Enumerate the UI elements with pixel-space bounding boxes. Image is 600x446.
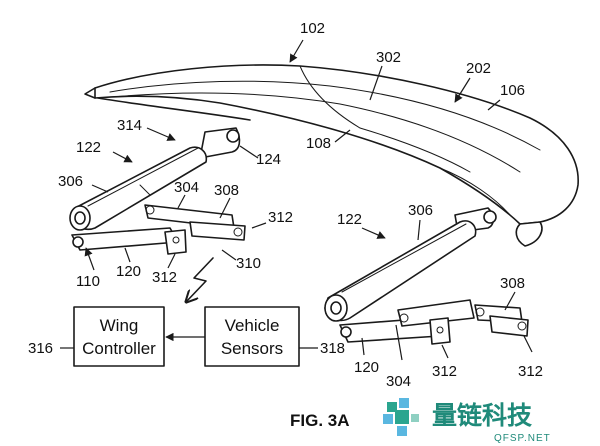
watermark-logo-icon (383, 398, 419, 436)
ref-304-right: 304 (386, 373, 411, 390)
ref-314: 314 (117, 117, 142, 134)
watermark: 量链科技 QFSP.NET (383, 398, 551, 444)
ref-302: 302 (376, 49, 401, 66)
ref-120-right: 120 (354, 359, 379, 376)
ref-306-left: 306 (58, 173, 83, 190)
ref-306-right: 306 (408, 202, 433, 219)
reference-numerals: 102 302 202 106 108 314 122 124 306 304 … (28, 20, 543, 390)
ref-122-right: 122 (337, 211, 362, 228)
leader-lines (60, 39, 533, 361)
ref-202: 202 (466, 60, 491, 77)
ref-110: 110 (76, 273, 100, 290)
ref-102: 102 (300, 20, 325, 37)
right-actuator-assembly (324, 207, 529, 345)
wing-controller-label-line1: Wing (100, 316, 139, 335)
ref-316: 316 (28, 340, 53, 357)
vehicle-sensors-label-line2: Sensors (221, 339, 283, 358)
ref-312-right-b: 312 (518, 363, 543, 380)
left-actuator-assembly (69, 127, 246, 255)
vehicle-sensors-box (204, 306, 300, 367)
vehicle-sensors-label-line1: Vehicle (225, 316, 280, 335)
ref-308-right: 308 (500, 275, 525, 292)
ref-312-left-b: 312 (152, 269, 177, 286)
ref-120-left: 120 (116, 263, 141, 280)
watermark-site-text: QFSP.NET (494, 433, 551, 444)
watermark-chinese-text: 量链科技 (432, 401, 532, 430)
ref-318: 318 (320, 340, 345, 357)
ref-304-left: 304 (174, 179, 199, 196)
block-diagram: Wing Controller Vehicle Sensors (73, 257, 300, 367)
ref-124: 124 (256, 151, 281, 168)
ref-106: 106 (500, 82, 525, 99)
rear-wing (84, 64, 579, 247)
ref-310: 310 (236, 255, 261, 272)
ref-122-left: 122 (76, 139, 101, 156)
ref-312-right-a: 312 (432, 363, 457, 380)
ref-308-left: 308 (214, 182, 239, 199)
wing-controller-label-line2: Controller (82, 339, 156, 358)
ref-108: 108 (306, 135, 331, 152)
wing-controller-box (73, 306, 165, 367)
wireless-signal-icon (186, 257, 214, 302)
figure-label: FIG. 3A (290, 411, 350, 430)
ref-312-left-a: 312 (268, 209, 293, 226)
